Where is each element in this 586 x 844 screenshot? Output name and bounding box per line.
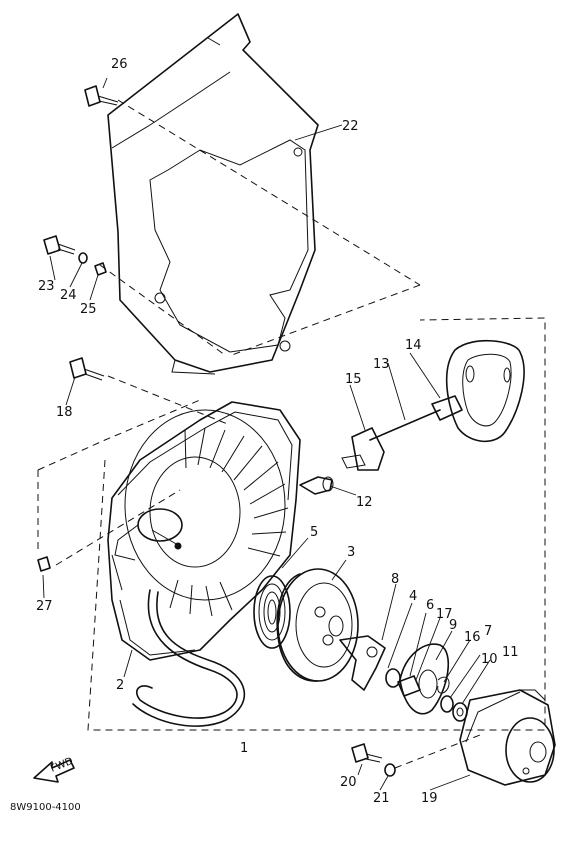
- callout-4: 4: [409, 589, 417, 604]
- callout-20: 20: [340, 775, 357, 790]
- pulley-3: [276, 568, 359, 682]
- nut-25: [94, 262, 107, 276]
- rope-13: [369, 409, 441, 441]
- rope-hose: [136, 589, 238, 719]
- starter-cup-19: [459, 689, 556, 786]
- callout-1: 1: [240, 741, 248, 756]
- callout-19: 19: [421, 791, 438, 806]
- callout-26: 26: [111, 57, 128, 72]
- callout-21: 21: [373, 791, 390, 806]
- callout-17: 17: [436, 607, 453, 622]
- callout-24: 24: [60, 288, 77, 303]
- bolt-26: [84, 85, 119, 107]
- spring-5: [253, 575, 291, 649]
- callout-8: 8: [391, 572, 399, 587]
- bolt-12: [299, 476, 334, 495]
- cover-plate-22: [107, 13, 319, 375]
- bolt-23: [43, 235, 76, 255]
- leader-lines: [42, 77, 491, 791]
- callout-10: 10: [481, 652, 498, 667]
- callout-27: 27: [36, 599, 53, 614]
- callout-2: 2: [116, 678, 124, 693]
- bolt-20: [351, 743, 383, 763]
- callout-7: 7: [484, 624, 492, 639]
- callout-3: 3: [347, 545, 355, 560]
- diagram-code: 8W9100-4100: [10, 802, 81, 813]
- callout-16: 16: [464, 630, 481, 645]
- nut-27: [37, 556, 51, 572]
- rope-hose-inner: [132, 591, 246, 727]
- callout-18: 18: [56, 405, 73, 420]
- bolt-18: [69, 357, 105, 381]
- washer-4: [385, 668, 401, 688]
- callout-12: 12: [356, 495, 373, 510]
- callout-labels: 26 22 23 24 25 18 12 13 14 15 5 3 8 4 6 …: [36, 57, 519, 806]
- washer-24: [78, 252, 88, 264]
- fwd-arrow-icon: FWD: [33, 756, 75, 783]
- callout-9: 9: [449, 618, 457, 633]
- callout-6: 6: [426, 598, 434, 613]
- callout-15: 15: [345, 372, 362, 387]
- pawl-8: [339, 635, 386, 691]
- callout-14: 14: [405, 338, 422, 353]
- spring-16: [437, 676, 450, 694]
- washer-10: [440, 695, 454, 713]
- callout-22: 22: [342, 119, 359, 134]
- cable-guide-15: [341, 427, 385, 471]
- starter-housing-2: [107, 401, 301, 661]
- callout-13: 13: [373, 357, 390, 372]
- callout-25: 25: [80, 302, 97, 317]
- fwd-label: FWD: [49, 756, 75, 775]
- callout-23: 23: [38, 279, 55, 294]
- washer-21: [384, 763, 396, 777]
- assembly-lines: [37, 99, 546, 769]
- callout-11: 11: [502, 645, 519, 660]
- callout-5: 5: [310, 525, 318, 540]
- handle-14: [431, 339, 525, 443]
